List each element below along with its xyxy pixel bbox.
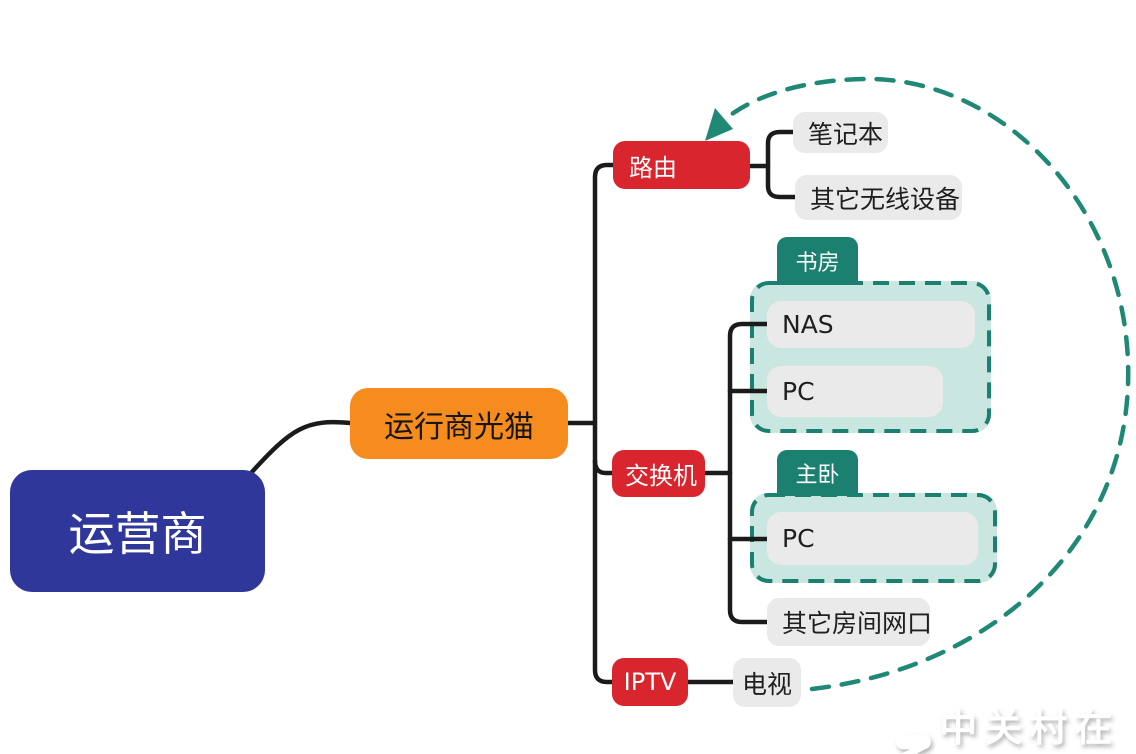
node-tv[interactable]: 电视 — [733, 658, 801, 707]
node-pc-study-room[interactable]: PC — [767, 366, 943, 417]
group-tab-master-bedroom[interactable]: 主卧 — [777, 450, 858, 496]
node-iptv[interactable]: IPTV — [612, 658, 688, 706]
edge-router-children — [765, 129, 798, 200]
node-carrier[interactable]: 运营商 — [10, 470, 265, 592]
node-pc-master-bedroom[interactable]: PC — [767, 512, 978, 565]
node-nas[interactable]: NAS — [767, 301, 975, 348]
wireless-loop-arrowhead — [705, 108, 733, 141]
zol-logo-icon — [896, 734, 931, 754]
group-tab-label: 书房 — [795, 251, 840, 276]
watermark: 中关村在线 — [893, 697, 1136, 754]
node-other-wireless-devices[interactable]: 其它无线设备 — [795, 175, 962, 220]
node-other-room-ports[interactable]: 其它房间网口 — [767, 598, 932, 646]
node-optical-modem[interactable]: 运行商光猫 — [350, 388, 568, 459]
group-tab-label: 主卧 — [795, 463, 840, 488]
edge-root-modem — [248, 419, 353, 476]
group-tab-study-room[interactable]: 书房 — [777, 237, 858, 285]
edge-trunk-switch — [592, 458, 615, 476]
node-router[interactable]: 路由 — [613, 141, 750, 189]
node-laptop[interactable]: 笔记本 — [793, 112, 888, 153]
watermark-text: 中关村在线 — [939, 706, 1120, 750]
edge-trunk — [592, 162, 616, 685]
node-switch[interactable]: 交换机 — [612, 450, 705, 497]
